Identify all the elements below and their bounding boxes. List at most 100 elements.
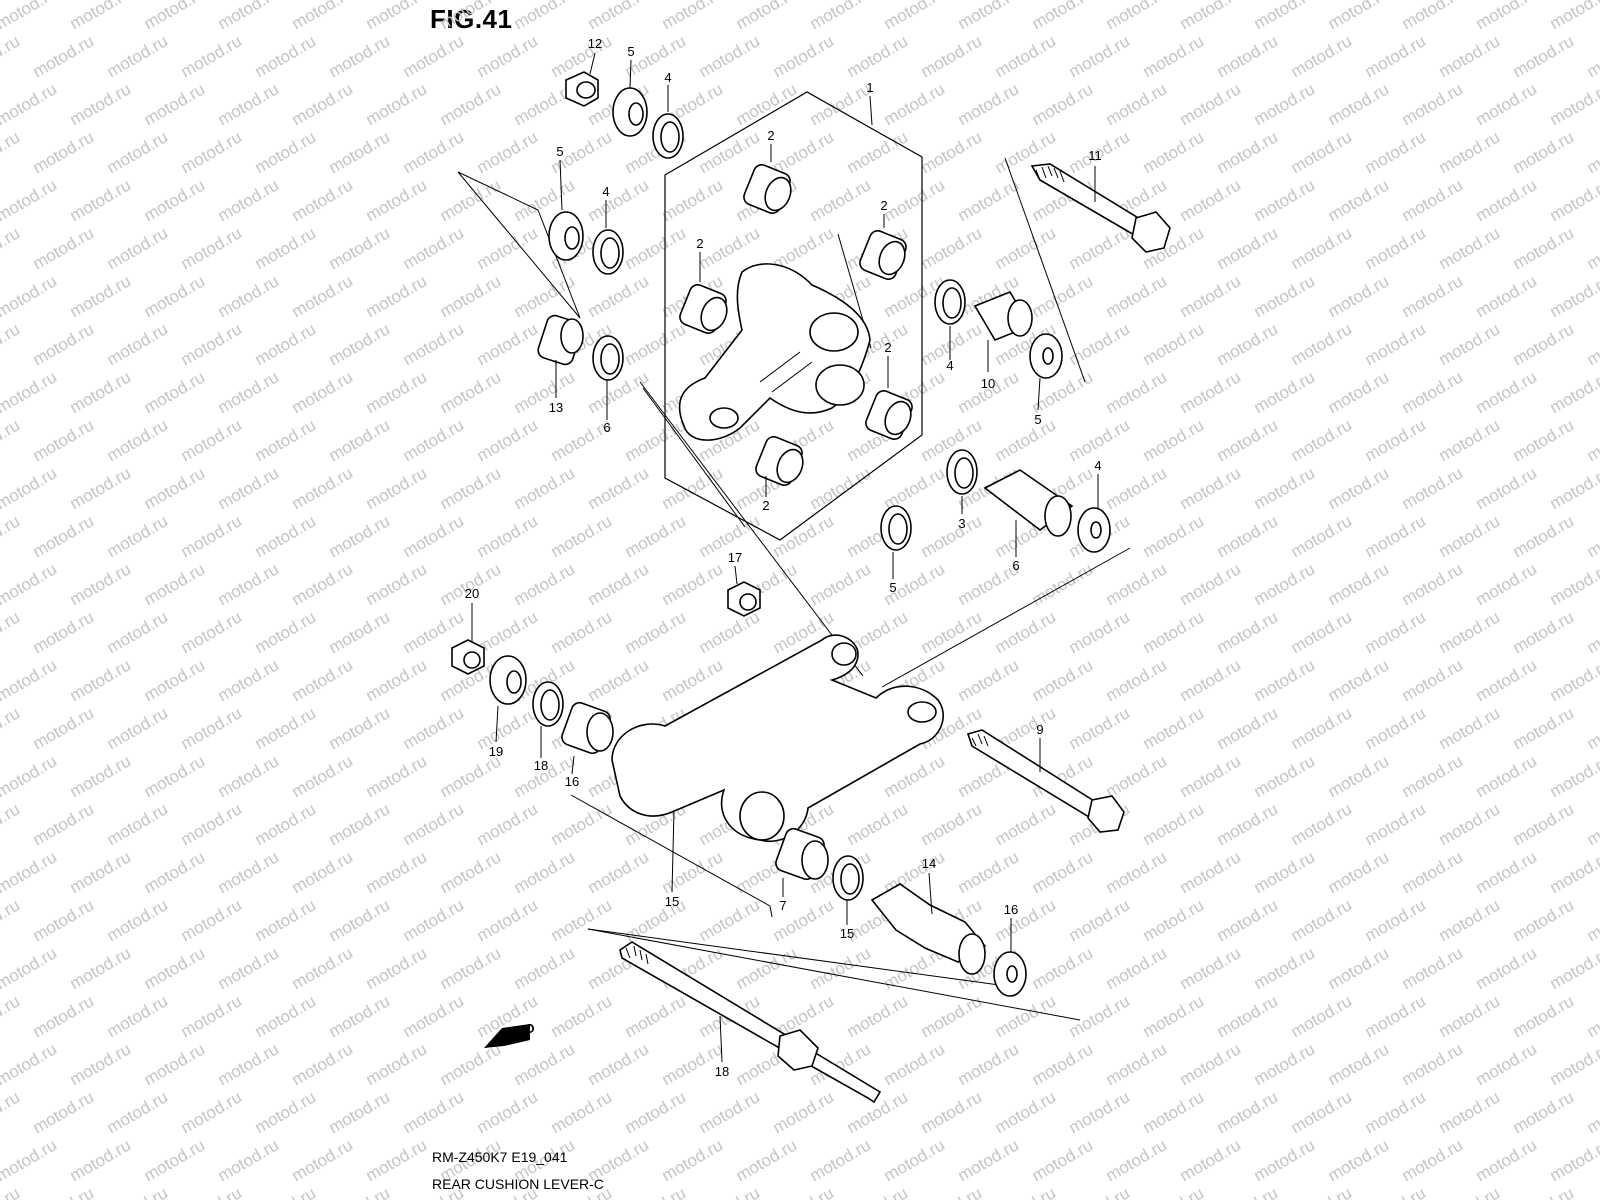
watermark-text: motod.ru [1510, 991, 1578, 1041]
watermark-text: motod.ru [1103, 943, 1171, 993]
watermark-text: motod.ru [622, 415, 690, 465]
watermark-text: motod.ru [178, 223, 246, 273]
watermark-text: motod.ru [1066, 1087, 1134, 1137]
watermark-text: motod.ru [30, 1183, 98, 1200]
watermark-text: motod.ru [1547, 463, 1600, 513]
watermark-text: motod.ru [0, 1183, 23, 1200]
watermark-text: motod.ru [807, 79, 875, 129]
watermark-text: motod.ru [1547, 1039, 1600, 1089]
watermark-text: motod.ru [474, 703, 542, 753]
watermark-text: motod.ru [104, 511, 172, 561]
watermark-text: motod.ru [1103, 1135, 1171, 1185]
watermark-text: motod.ru [1473, 1039, 1541, 1089]
watermark-text: motod.ru [1584, 991, 1600, 1041]
watermark-text: motod.ru [1325, 1135, 1393, 1185]
watermark-text: motod.ru [881, 463, 949, 513]
watermark-text: motod.ru [622, 607, 690, 657]
watermark-text: motod.ru [215, 271, 283, 321]
watermark-text: motod.ru [289, 559, 357, 609]
watermark-text: motod.ru [1399, 175, 1467, 225]
watermark-text: motod.ru [141, 271, 209, 321]
watermark-text: motod.ru [1251, 847, 1319, 897]
watermark-text: motod.ru [252, 703, 320, 753]
watermark-text: motod.ru [1288, 415, 1356, 465]
watermark-text: motod.ru [696, 895, 764, 945]
watermark-text: motod.ru [918, 607, 986, 657]
watermark-text: motod.ru [30, 223, 98, 273]
watermark-text: motod.ru [1362, 31, 1430, 81]
callout-label: 18 [534, 758, 548, 773]
callout-label: 1 [866, 80, 873, 95]
watermark-text: motod.ru [400, 991, 468, 1041]
watermark-text: motod.ru [0, 703, 23, 753]
watermark-text: motod.ru [1029, 1039, 1097, 1089]
watermark-text: motod.ru [30, 1087, 98, 1137]
watermark-text: motod.ru [1473, 271, 1541, 321]
watermark-text: motod.ru [1325, 847, 1393, 897]
watermark-text: motod.ru [1362, 895, 1430, 945]
callout-label: 14 [922, 856, 936, 871]
watermark-text: motod.ru [1436, 223, 1504, 273]
watermark-text: motod.ru [1214, 1087, 1282, 1137]
watermark-text: motod.ru [1584, 127, 1600, 177]
watermark-text: motod.ru [1584, 703, 1600, 753]
watermark-text: motod.ru [881, 1039, 949, 1089]
washer-5a [612, 87, 648, 137]
watermark-text: motod.ru [178, 319, 246, 369]
watermark-text: motod.ru [0, 511, 23, 561]
watermark-text: motod.ru [363, 271, 431, 321]
watermark-text: motod.ru [548, 607, 616, 657]
watermark-text: motod.ru [511, 559, 579, 609]
watermark-text: motod.ru [1140, 895, 1208, 945]
watermark-text: motod.ru [585, 271, 653, 321]
subassembly-outline-1 [664, 91, 923, 541]
watermark-text: motod.ru [1547, 175, 1600, 225]
watermark-text: motod.ru [548, 511, 616, 561]
watermark-text: motod.ru [1510, 1087, 1578, 1137]
watermark-text: motod.ru [0, 31, 23, 81]
watermark-text: motod.ru [141, 559, 209, 609]
callout-label: 17 [728, 550, 742, 565]
seal-4b [592, 229, 624, 275]
watermark-text: motod.ru [1103, 0, 1171, 33]
watermark-text: motod.ru [289, 943, 357, 993]
watermark-text: motod.ru [141, 175, 209, 225]
watermark-text: motod.ru [1140, 1183, 1208, 1200]
watermark-text: motod.ru [289, 175, 357, 225]
watermark-text: motod.ru [918, 991, 986, 1041]
watermark-text: motod.ru [585, 463, 653, 513]
watermark-text: motod.ru [1066, 319, 1134, 369]
seal-6a [592, 335, 624, 381]
watermark-text: motod.ru [918, 127, 986, 177]
callout-label: 12 [588, 36, 602, 51]
watermark-text: motod.ru [215, 463, 283, 513]
watermark-text: motod.ru [474, 127, 542, 177]
watermark-text: motod.ru [585, 0, 653, 33]
watermark-text: motod.ru [1584, 1087, 1600, 1137]
watermark-text: motod.ru [1140, 1087, 1208, 1137]
watermark-text: motod.ru [363, 655, 431, 705]
watermark-text: motod.ru [400, 511, 468, 561]
watermark-text: motod.ru [1288, 895, 1356, 945]
watermark-text: motod.ru [1214, 1183, 1282, 1200]
watermark-text: motod.ru [1140, 31, 1208, 81]
watermark-text: motod.ru [67, 943, 135, 993]
watermark-text: motod.ru [770, 1183, 838, 1200]
watermark-text: motod.ru [437, 175, 505, 225]
watermark-text: motod.ru [1362, 1183, 1430, 1200]
watermark-text: motod.ru [437, 271, 505, 321]
reference-line-left [457, 171, 581, 319]
watermark-text: motod.ru [1510, 319, 1578, 369]
watermark-text: motod.ru [1214, 703, 1282, 753]
watermark-text: motod.ru [474, 319, 542, 369]
watermark-text: motod.ru [1251, 0, 1319, 33]
watermark-text: motod.ru [0, 943, 60, 993]
seal-6b [880, 505, 912, 551]
watermark-text: motod.ru [0, 223, 23, 273]
watermark-text: motod.ru [1473, 847, 1541, 897]
watermark-text: motod.ru [215, 943, 283, 993]
watermark-text: motod.ru [0, 367, 60, 417]
cushion-rod-14 [611, 634, 944, 843]
callout-label: 10 [981, 376, 995, 391]
